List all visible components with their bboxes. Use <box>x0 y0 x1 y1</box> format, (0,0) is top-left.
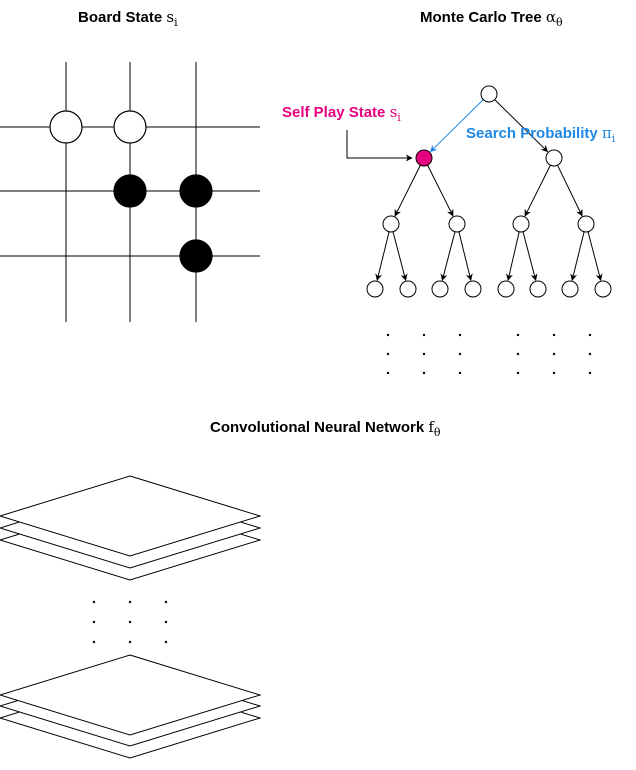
ellipsis-dot <box>552 352 556 356</box>
tree-leaf-node <box>431 280 449 298</box>
ellipsis-dot <box>552 333 556 337</box>
ellipsis-dot <box>458 371 462 375</box>
ellipsis-dot <box>588 333 592 337</box>
tree-continuation-dots <box>386 333 592 375</box>
ellipsis-dot <box>422 352 426 356</box>
tree-edge <box>392 231 408 281</box>
cnn-title: Convolutional Neural Network fθ <box>210 418 441 439</box>
black-stone <box>179 239 213 273</box>
ellipsis-dot <box>422 371 426 375</box>
search-probability-label: Search Probability πi <box>466 124 616 145</box>
self-play-state-label: Self Play State si <box>282 103 401 124</box>
ellipsis-dot <box>386 371 390 375</box>
tree-edge <box>557 164 583 217</box>
tree-leaf-node <box>561 280 579 298</box>
ellipsis-dot <box>422 333 426 337</box>
self-play-state-node <box>415 149 433 167</box>
tree-leaf-node <box>529 280 547 298</box>
self-play-arrow <box>346 130 413 162</box>
tree-edge <box>570 231 585 281</box>
tree-edge <box>375 231 390 281</box>
tree-edge <box>440 231 456 281</box>
ellipsis-dot <box>92 600 96 604</box>
ellipsis-dot <box>164 620 168 624</box>
tree-edge <box>522 231 538 281</box>
ellipsis-dot <box>164 600 168 604</box>
ellipsis-dot <box>386 333 390 337</box>
tree-root-node <box>480 85 498 103</box>
tree-edge <box>427 164 454 217</box>
board-state-title: Board State si <box>78 8 178 29</box>
tree-node <box>448 215 466 233</box>
tree-edges <box>375 99 603 281</box>
tree-node <box>545 149 563 167</box>
monte-carlo-tree-title: Monte Carlo Tree αθ <box>420 8 563 29</box>
tree-node <box>577 215 595 233</box>
tree-leaf-node <box>399 280 417 298</box>
ellipsis-dot <box>458 333 462 337</box>
ellipsis-dot <box>92 620 96 624</box>
tree-leaf-node <box>464 280 482 298</box>
ellipsis-dot <box>386 352 390 356</box>
tree-edge <box>458 231 473 281</box>
tree-edge <box>524 164 551 217</box>
cnn-layer <box>0 475 262 557</box>
ellipsis-dot <box>128 640 132 644</box>
tree-nodes <box>366 85 612 298</box>
ellipsis-dot <box>552 371 556 375</box>
tree-edge <box>587 231 603 281</box>
ellipsis-dot <box>516 371 520 375</box>
black-stone <box>113 174 147 208</box>
tree-node <box>512 215 530 233</box>
board-stones <box>49 110 213 273</box>
ellipsis-dot <box>588 352 592 356</box>
ellipsis-dot <box>516 352 520 356</box>
cnn-layers <box>0 475 262 759</box>
ellipsis-dot <box>92 640 96 644</box>
tree-leaf-node <box>497 280 515 298</box>
cnn-layer <box>0 654 262 736</box>
tree-leaf-node <box>366 280 384 298</box>
tree-edge <box>506 231 520 281</box>
white-stone <box>49 110 83 144</box>
tree-edge <box>429 99 484 153</box>
ellipsis-dot <box>164 640 168 644</box>
ellipsis-dot <box>128 600 132 604</box>
white-stone <box>113 110 147 144</box>
ellipsis-dot <box>516 333 520 337</box>
ellipsis-dot <box>128 620 132 624</box>
cnn-continuation-dots <box>92 600 168 644</box>
tree-edge <box>394 164 421 217</box>
black-stone <box>179 174 213 208</box>
ellipsis-dot <box>458 352 462 356</box>
tree-edge <box>494 99 549 153</box>
tree-node <box>382 215 400 233</box>
tree-leaf-node <box>594 280 612 298</box>
ellipsis-dot <box>588 371 592 375</box>
